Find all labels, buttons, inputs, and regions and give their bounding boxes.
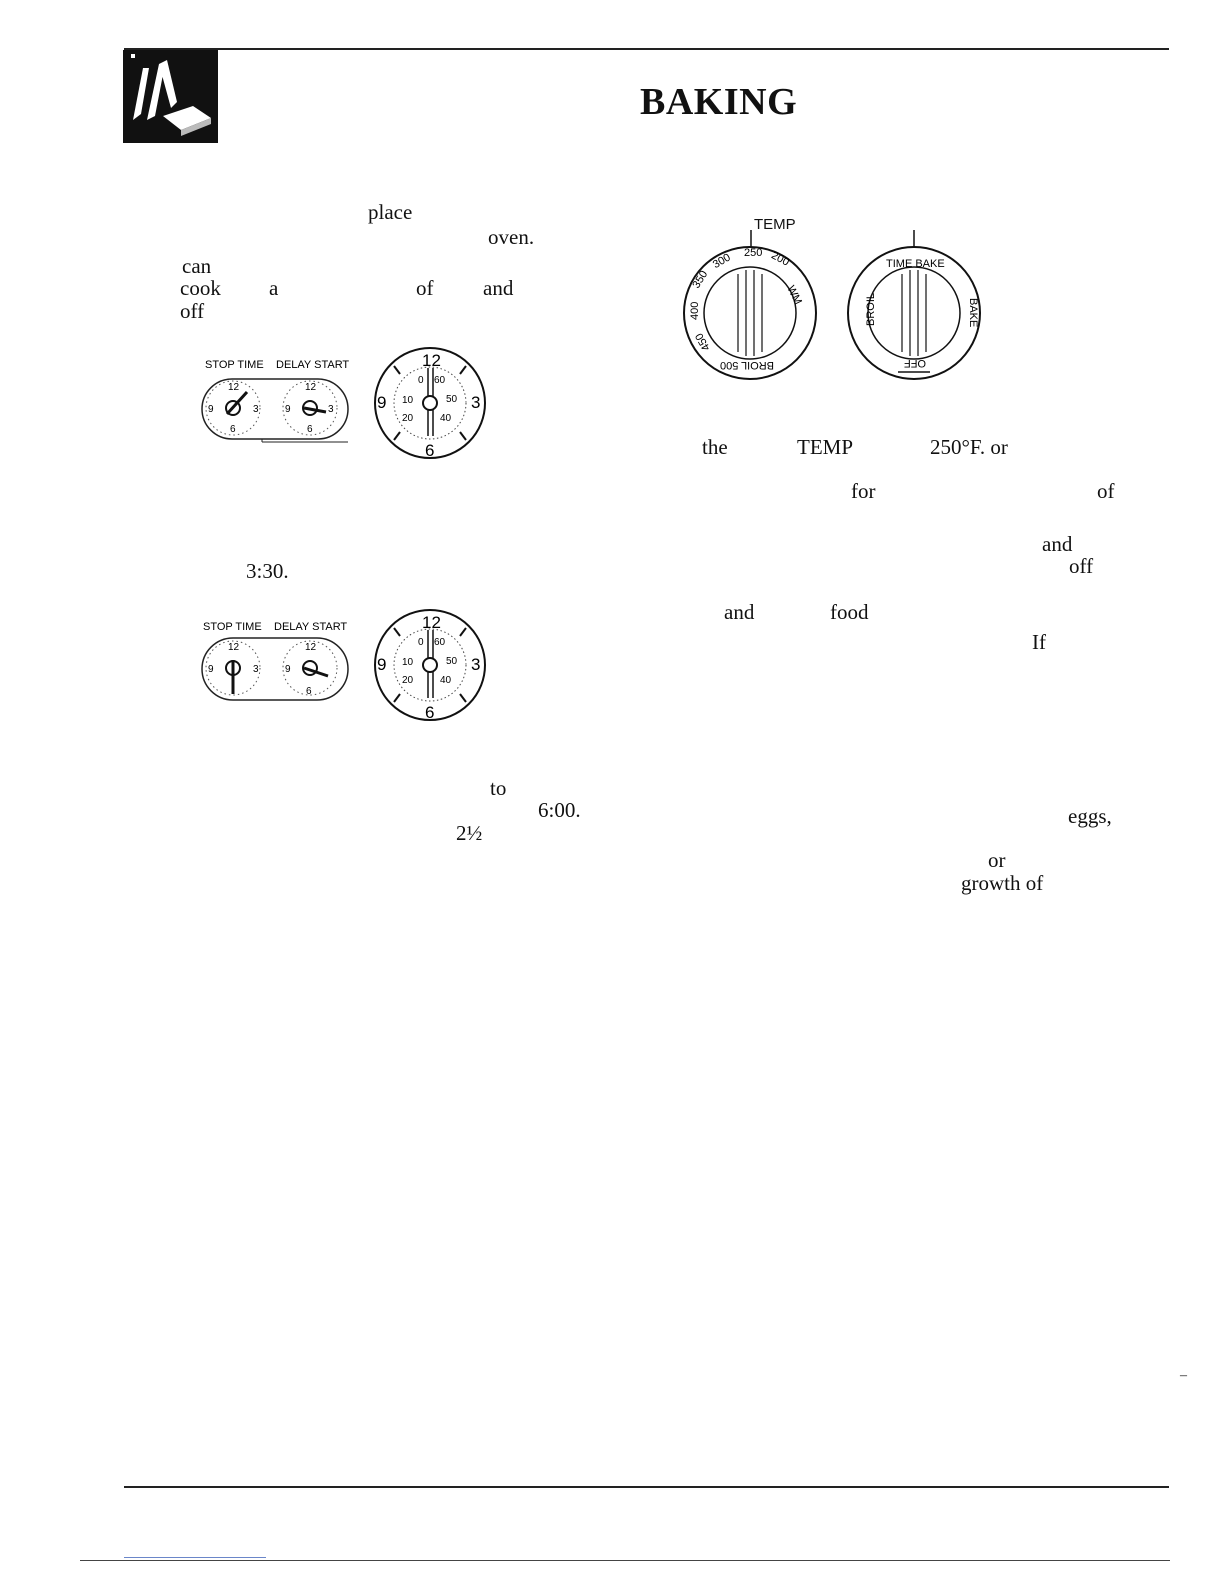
stop2-dial-12: 12 xyxy=(228,642,240,653)
header-rule xyxy=(124,48,1169,50)
mode-mark-off: OFF xyxy=(904,357,926,369)
text-place: place xyxy=(368,200,413,224)
delay2-dial-6: 6 xyxy=(306,686,312,697)
minute-timer-1: 12 3 6 9 60 50 40 20 10 0 xyxy=(372,346,492,467)
mt2-20: 20 xyxy=(402,675,414,686)
mt-10: 10 xyxy=(402,395,414,406)
text-growth-of: growth of xyxy=(961,871,1044,895)
text-of: of xyxy=(416,276,434,300)
timer-panel-1: STOP TIME DELAY START 12 3 6 9 12 3 6 9 xyxy=(200,346,500,471)
text-cook: cook xyxy=(180,276,221,300)
delay-dial-6: 6 xyxy=(307,424,313,435)
temp-knob-icon: 200 250 300 350 400 450 WM BROIL 500 xyxy=(683,246,817,380)
text-the: the xyxy=(702,435,728,459)
text-can: can xyxy=(182,254,212,278)
text-of-2: of xyxy=(1097,479,1115,503)
temp-mark-broil: BROIL 500 xyxy=(720,359,774,371)
mt2-40: 40 xyxy=(440,675,452,686)
minute-timer-9: 9 xyxy=(377,393,386,412)
text-temp: TEMP xyxy=(797,435,854,459)
text-to: to xyxy=(490,776,507,800)
mt2-10: 10 xyxy=(402,657,414,668)
stop-time-label-2: STOP TIME xyxy=(203,621,262,633)
footer-accent-rule xyxy=(124,1557,266,1558)
delay-dial-12: 12 xyxy=(305,382,317,393)
mode-knob-icon: TIME BAKE BAKE OFF BROIL xyxy=(847,246,981,380)
text-for: for xyxy=(851,479,876,503)
text-food: food xyxy=(830,600,869,624)
minute-timer2-3: 3 xyxy=(471,655,480,674)
text-and-2: and xyxy=(1042,532,1073,556)
delay-dial-9: 9 xyxy=(285,404,291,415)
mt-40: 40 xyxy=(440,413,452,424)
text-temp-value: 250°F. or xyxy=(930,435,1008,459)
stop-dial-3: 3 xyxy=(253,404,259,415)
delay-dial-3: 3 xyxy=(328,404,334,415)
minute-timer2-12: 12 xyxy=(422,613,441,632)
timer-panel-2: STOP TIME DELAY START 12 3 9 12 9 6 xyxy=(200,608,500,733)
corner-mark: – xyxy=(1180,1368,1187,1383)
text-a: a xyxy=(269,276,279,300)
mt2-60: 60 xyxy=(434,637,446,648)
logo xyxy=(123,50,218,143)
mt-60: 60 xyxy=(434,375,446,386)
stop-dial-6: 6 xyxy=(230,424,236,435)
delay-start-label-2: DELAY START xyxy=(274,621,347,633)
text-off: off xyxy=(180,299,205,323)
temp-mark-400: 400 xyxy=(689,302,701,320)
minute-timer-2: 12 3 6 9 60 50 40 20 10 0 xyxy=(372,608,492,729)
oven-knobs: 200 250 300 350 400 450 WM BROIL 500 TIM… xyxy=(676,222,996,387)
text-time-330: 3:30. xyxy=(246,559,289,583)
text-or: or xyxy=(988,848,1006,872)
delay2-dial-9: 9 xyxy=(285,664,291,675)
mt2-50: 50 xyxy=(446,656,458,667)
text-time-600: 6:00. xyxy=(538,798,581,822)
text-and: and xyxy=(483,276,514,300)
footer-rule xyxy=(124,1486,1169,1488)
stop-dial-12: 12 xyxy=(228,382,240,393)
minute-timer2-6: 6 xyxy=(425,703,434,722)
stop-dial-9: 9 xyxy=(208,404,214,415)
text-if: If xyxy=(1032,630,1046,654)
text-eggs: eggs, xyxy=(1068,804,1112,828)
text-oven: oven. xyxy=(488,225,535,249)
text-and-3: and xyxy=(724,600,755,624)
page-title: BAKING xyxy=(640,81,798,123)
minute-timer-12: 12 xyxy=(422,351,441,370)
mode-mark-timebake: TIME BAKE xyxy=(886,258,945,270)
stop2-dial-9: 9 xyxy=(208,664,214,675)
minute-timer-6: 6 xyxy=(425,441,434,460)
stop-time-label: STOP TIME xyxy=(205,359,264,371)
mt-50: 50 xyxy=(446,394,458,405)
minute-timer2-9: 9 xyxy=(377,655,386,674)
delay2-dial-12: 12 xyxy=(305,642,317,653)
stop2-dial-3: 3 xyxy=(253,664,259,675)
mt-20: 20 xyxy=(402,413,414,424)
mode-mark-broil: BROIL xyxy=(865,293,877,326)
temp-knob-label: TEMP xyxy=(754,216,796,233)
mode-mark-bake: BAKE xyxy=(967,298,979,327)
temp-mark-250: 250 xyxy=(744,247,762,259)
mt2-0: 0 xyxy=(418,637,424,648)
mt-0: 0 xyxy=(418,375,424,386)
footer-thin-rule xyxy=(80,1560,1170,1561)
delay-start-label: DELAY START xyxy=(276,359,349,371)
text-two-half: 2½ xyxy=(456,821,483,845)
text-off-2: off xyxy=(1069,554,1094,578)
minute-timer-3: 3 xyxy=(471,393,480,412)
